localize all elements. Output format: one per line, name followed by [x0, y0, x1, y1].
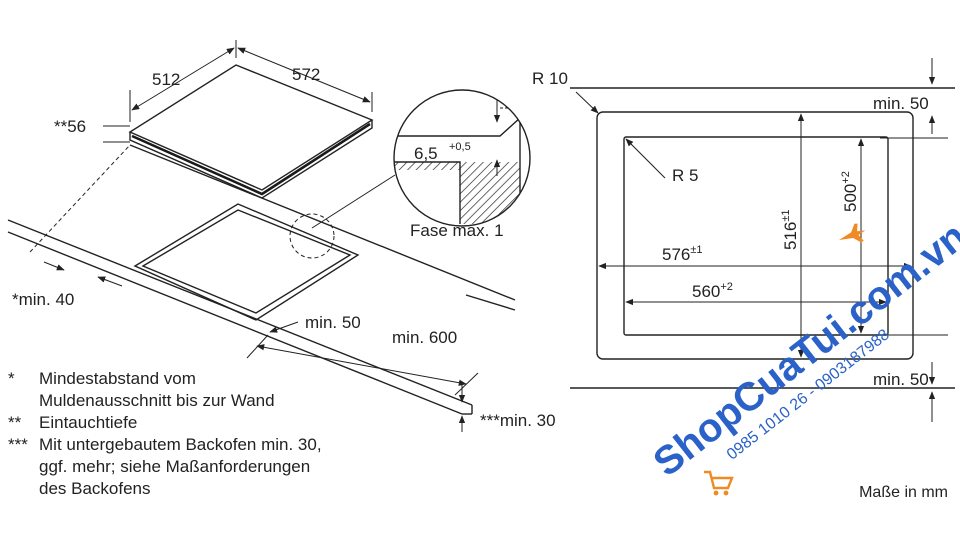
worktop-cutout — [133, 203, 360, 321]
footnote-1-mark: * — [8, 369, 15, 388]
footnote-1-line-1: Mindestabstand vom — [39, 369, 196, 388]
footnote-2-line-1: Eintauchtiefe — [39, 413, 138, 432]
w-outer-tol: ±1 — [690, 244, 702, 256]
dim-min600-label: min. 600 — [392, 328, 457, 347]
h-inner-tol: +2 — [840, 171, 852, 184]
w-outer-label: 576 — [662, 245, 690, 264]
dimension-min-600: min. 600 — [246, 328, 479, 396]
dimension-512: 512 — [129, 40, 237, 122]
dimension-min-50: min. 50 — [269, 313, 361, 333]
h-inner-label: 500 — [841, 184, 860, 212]
top-min-label: min. 50 — [873, 94, 929, 113]
outer-cutout-rect — [596, 111, 914, 360]
units-label: Maße in mm — [859, 484, 948, 501]
h-outer-tol: ±1 — [780, 209, 792, 221]
plane-icon — [839, 223, 866, 243]
detail-leader — [311, 174, 396, 229]
footnote-3-mark: *** — [8, 435, 28, 454]
cart-icon — [704, 470, 734, 496]
dimension-56: **56 — [54, 117, 130, 143]
svg-text:560+2: 560+2 — [692, 281, 733, 301]
footnote-3-line-2: ggf. mehr; siehe Maßanforderungen — [39, 457, 311, 476]
footnote-1-line-2: Muldenausschnitt bis zur Wand — [39, 391, 275, 410]
svg-text:500+2: 500+2 — [840, 171, 860, 212]
svg-text:516±1: 516±1 — [780, 209, 800, 250]
detail-tolerance: +0,5 — [449, 141, 471, 153]
r5-label: R 5 — [672, 166, 698, 185]
dim-572-label: 572 — [292, 65, 320, 84]
dim-512-label: 512 — [152, 70, 180, 89]
dimension-min-30: ***min. 30 — [458, 385, 556, 432]
h-outer-label: 516 — [781, 222, 800, 250]
detail-marker-circle — [289, 213, 335, 259]
bottom-min-label: min. 50 — [873, 370, 929, 389]
dimension-572: 572 — [237, 47, 373, 112]
edge-detail: 6,5 +0,5 Fase max. 1 — [393, 89, 531, 240]
dim-min30-label: ***min. 30 — [480, 411, 556, 430]
detail-caption: Fase max. 1 — [410, 221, 504, 240]
w-inner-tol: +2 — [720, 281, 733, 293]
watermark: ShopCuaTui.com.vn 0985 1010 26 - 0903187… — [645, 214, 960, 485]
detail-value: 6,5 — [414, 144, 438, 163]
dim-56-label: **56 — [54, 117, 86, 136]
svg-text:576±1: 576±1 — [662, 244, 703, 264]
cutout-plan: min. 50 min. 50 R 10 R 5 576±1 560+2 516… — [532, 58, 955, 422]
dim-min40-label: *min. 40 — [12, 290, 74, 309]
footnote-3-line-3: des Backofens — [39, 479, 151, 498]
dimension-min-40: *min. 40 — [12, 261, 123, 309]
footnote-2-mark: ** — [8, 413, 22, 432]
dim-min50-label: min. 50 — [305, 313, 361, 332]
r10-label: R 10 — [532, 69, 568, 88]
inner-cutout-rect — [623, 136, 889, 336]
footnote-3-line-1: Mit untergebautem Backofen min. 30, — [39, 435, 322, 454]
w-inner-label: 560 — [692, 282, 720, 301]
